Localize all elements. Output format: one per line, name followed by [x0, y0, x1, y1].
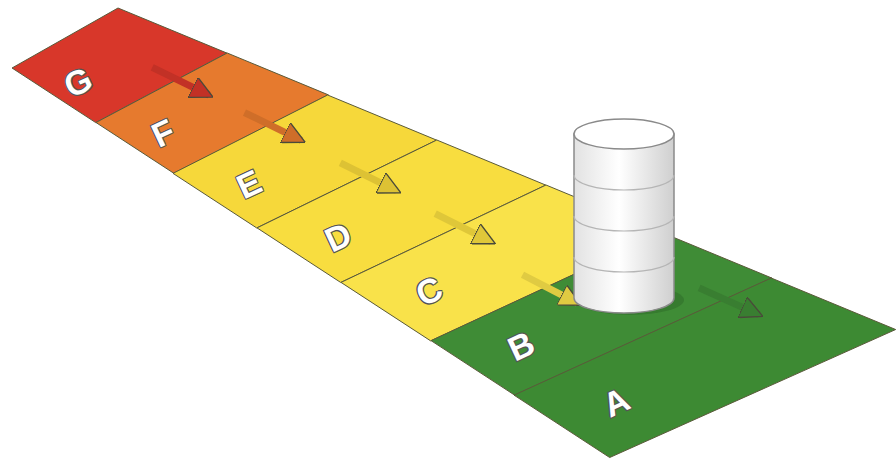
rating-band: A: [514, 278, 896, 458]
band-arrow: [152, 67, 209, 95]
disk-line: [574, 257, 674, 272]
arrow-path: [152, 67, 209, 95]
arrow-path: [435, 214, 491, 242]
band-arrow: [340, 163, 396, 191]
disk-line: [574, 175, 674, 190]
cylinder-top: [574, 119, 674, 149]
arrow-path: [523, 275, 578, 303]
arrow-path: [699, 288, 759, 315]
band-arrow: [244, 113, 301, 141]
band-arrow: [435, 214, 491, 242]
band-fill: [514, 278, 896, 458]
cylinder-body: [574, 134, 674, 313]
arrow-path: [244, 113, 301, 141]
band-arrow: [523, 275, 578, 303]
arrow-path: [340, 163, 396, 191]
disk-line: [574, 216, 674, 231]
band-arrow: [699, 288, 759, 315]
band-shape: [514, 278, 896, 458]
